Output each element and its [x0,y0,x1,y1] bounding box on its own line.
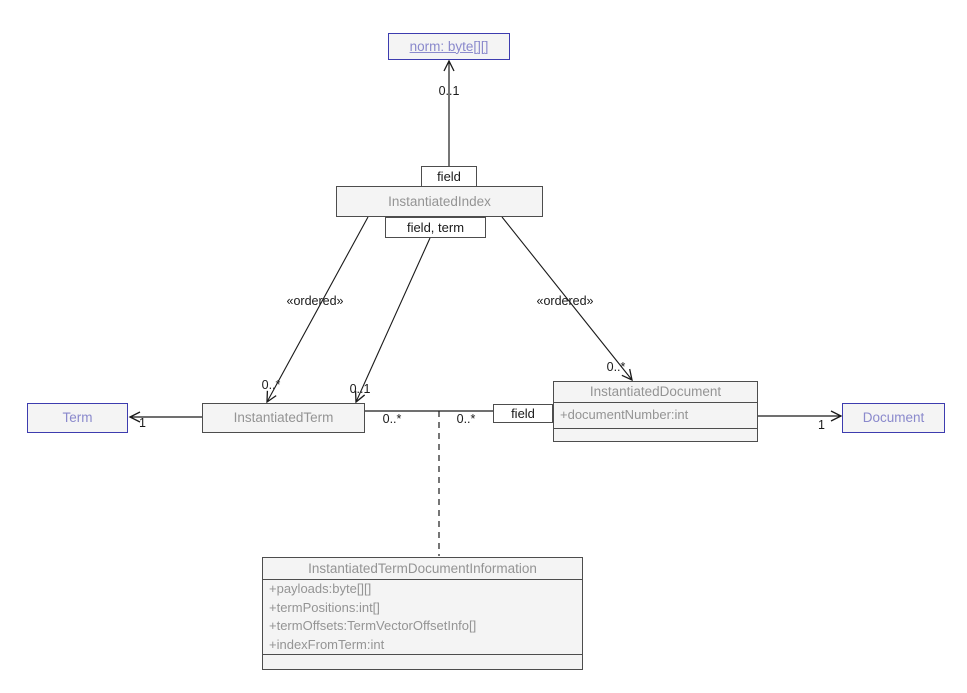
class-document[interactable]: Document [842,403,945,433]
operations-compartment [554,428,757,442]
multiplicity-assoc-left: 0..* [382,412,402,426]
attribute: +termPositions:int[] [269,599,380,615]
class-instantiated-term-document-information: InstantiatedTermDocumentInformation +pay… [262,557,583,670]
association-field-term [354,237,431,404]
qualifier-label: field [437,169,461,184]
qualifier-label: field [511,406,535,421]
attribute: +termOffsets:TermVectorOffsetInfo[] [269,618,477,633]
attributes-compartment: +payloads:byte[][] +termPositions:int[] … [263,579,582,654]
class-instantiated-document: InstantiatedDocument +documentNumber:int [553,381,758,442]
class-name: Term [62,410,93,426]
class-norm[interactable]: norm: byte[][] [388,33,510,60]
multiplicity-term-arrow-right: 0..1 [349,382,371,396]
association-ordered-left [266,216,369,404]
multiplicity-norm: 0..1 [438,84,460,98]
qualifier-label: field, term [406,220,465,235]
class-name: norm: byte[][] [409,38,489,54]
multiplicity-document-one: 1 [818,418,825,432]
multiplicity-document-arrow: 0..* [606,360,626,374]
multiplicity-term-one: 1 [139,416,146,430]
class-instantiated-index: InstantiatedIndex [336,186,543,217]
attribute: +documentNumber:int [560,407,689,423]
qualifier-field-right: field [493,404,553,423]
operations-compartment [263,654,582,669]
attribute: +indexFromTerm:int [269,636,385,652]
class-name: Document [862,410,925,426]
class-name: InstantiatedTermDocumentInformation [308,560,537,576]
class-name: InstantiatedDocument [589,384,722,400]
association-ordered-right [501,216,633,382]
class-term[interactable]: Term [27,403,128,433]
attributes-compartment: +documentNumber:int [554,402,757,428]
stereotype-ordered-left: «ordered» [286,294,344,308]
attribute: +payloads:byte[][] [269,581,372,596]
stereotype-ordered-right: «ordered» [536,294,594,308]
class-instantiated-term: InstantiatedTerm [202,403,365,433]
multiplicity-assoc-right: 0..* [456,412,476,426]
multiplicity-term-arrow-left: 0..* [261,378,281,392]
class-name: InstantiatedTerm [233,410,334,426]
qualifier-field-term: field, term [385,217,486,238]
class-name: InstantiatedIndex [388,193,491,209]
qualifier-field-top: field [421,166,477,187]
